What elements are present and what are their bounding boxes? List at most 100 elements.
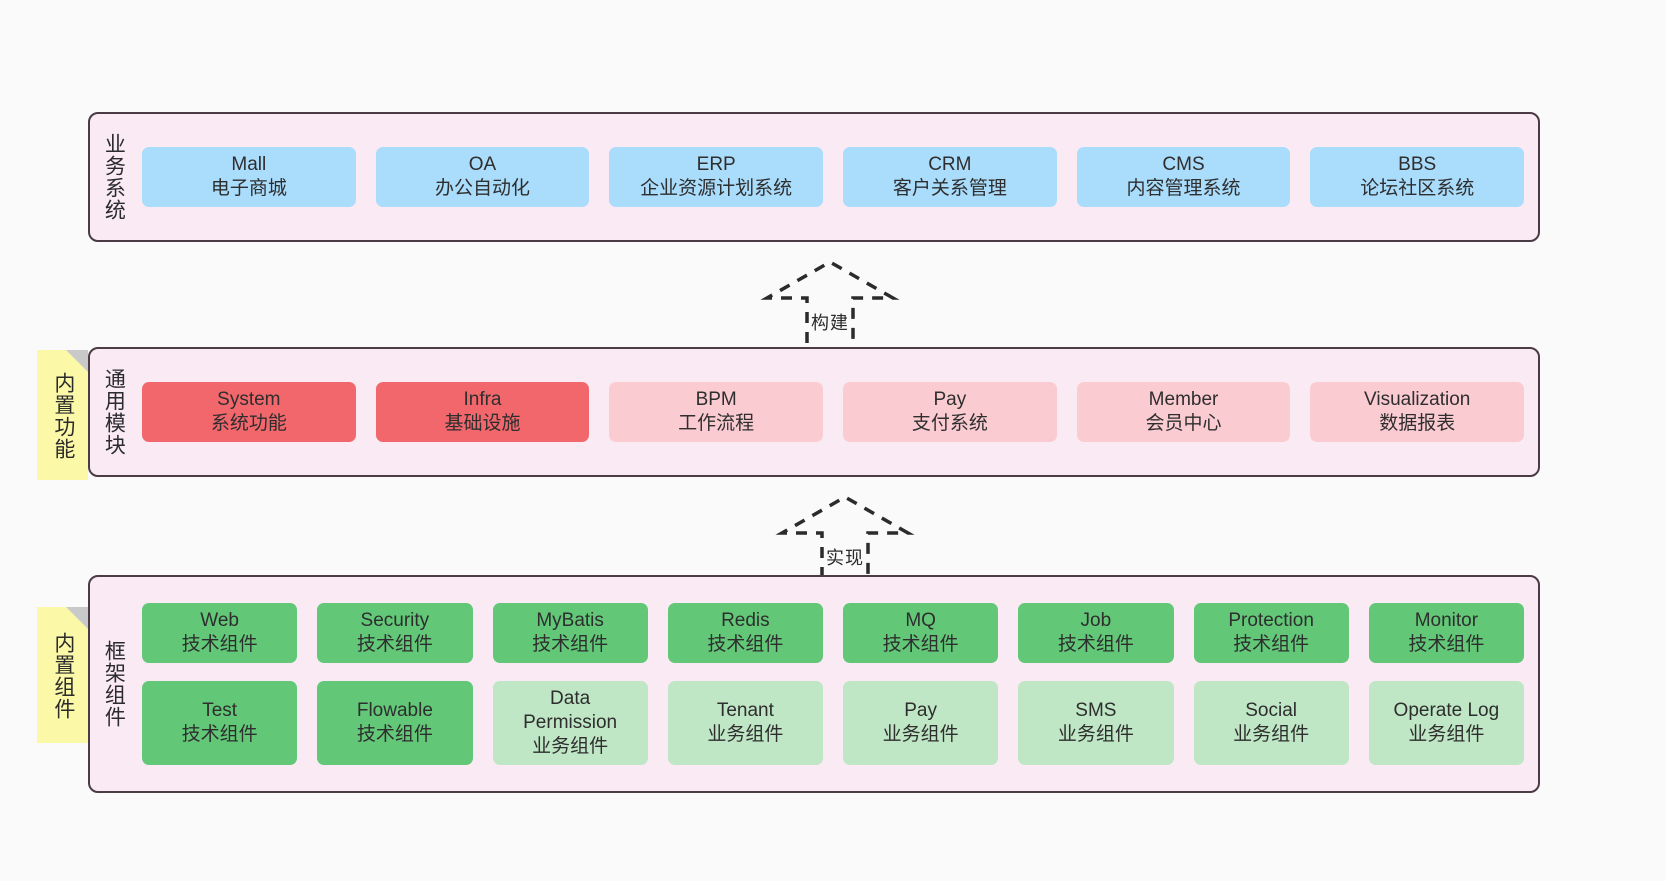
layer-body-business-systems: Mall 电子商城 OA 办公自动化 ERP 企业资源计划系统 CRM 客户关系…	[136, 114, 1538, 240]
card-title: Test	[202, 700, 238, 721]
card-title: Operate Log	[1393, 700, 1500, 721]
card-title: Data Permission	[523, 688, 618, 733]
card-subtitle: 技术组件	[1408, 634, 1485, 656]
card-title: BBS	[1398, 154, 1437, 176]
card-oa[interactable]: OA 办公自动化	[375, 147, 590, 207]
card-title: OA	[468, 154, 497, 176]
card-job[interactable]: Job 技术组件	[1018, 603, 1174, 664]
card-bpm[interactable]: BPM 工作流程	[609, 382, 824, 442]
sticky-note-builtin-features: 内置功能	[37, 350, 88, 480]
card-subtitle: 办公自动化	[435, 178, 531, 199]
card-subtitle: 业务组件	[882, 723, 959, 745]
layer-framework-components: 框架组件 Web 技术组件 Security 技术组件 MyBatis 技术组件…	[88, 575, 1540, 793]
card-row: Test 技术组件 Flowable 技术组件 Data Permission …	[142, 681, 1524, 765]
card-subtitle: 业务组件	[1057, 723, 1134, 745]
card-subtitle: 技术组件	[532, 634, 609, 656]
card-test[interactable]: Test 技术组件	[142, 681, 298, 765]
card-security[interactable]: Security 技术组件	[317, 603, 473, 664]
sticky-fold-icon	[66, 607, 88, 629]
card-flowable[interactable]: Flowable 技术组件	[317, 681, 473, 765]
card-member[interactable]: Member 会员中心	[1076, 382, 1291, 442]
connector-build-label: 构建	[811, 313, 849, 333]
sticky-note-label: 内置组件	[51, 632, 75, 720]
card-title: Monitor	[1414, 610, 1479, 632]
card-title: Security	[360, 610, 430, 632]
connector-build: 构建	[755, 258, 905, 343]
card-title: Mall	[231, 154, 267, 176]
card-web[interactable]: Web 技术组件	[142, 603, 298, 664]
card-title: Redis	[721, 610, 770, 632]
card-subtitle: 技术组件	[356, 634, 433, 656]
card-subtitle: 工作流程	[678, 413, 755, 434]
card-system[interactable]: System 系统功能	[142, 382, 356, 442]
card-title: Tenant	[716, 700, 774, 721]
card-title: BPM	[695, 389, 737, 411]
card-operate-log[interactable]: Operate Log 业务组件	[1368, 681, 1524, 765]
card-subtitle: 技术组件	[707, 634, 784, 656]
layer-title-framework-components: 框架组件	[102, 640, 126, 728]
card-subtitle: 数据报表	[1379, 413, 1456, 434]
card-sms[interactable]: SMS 业务组件	[1018, 681, 1174, 765]
card-row: System 系统功能 Infra 基础设施 BPM 工作流程 Pay 支付系统…	[142, 382, 1525, 442]
layer-common-modules: 通用模块 System 系统功能 Infra 基础设施 BPM 工作流程 Pay…	[88, 347, 1540, 477]
card-cms[interactable]: CMS 内容管理系统	[1076, 147, 1291, 207]
layer-title-business-systems: 业务系统	[102, 133, 126, 221]
card-title: Job	[1080, 610, 1112, 632]
card-mybatis[interactable]: MyBatis 技术组件	[492, 603, 648, 664]
card-subtitle: 会员中心	[1145, 413, 1222, 434]
card-subtitle: 客户关系管理	[892, 178, 1007, 199]
card-infra[interactable]: Infra 基础设施	[375, 382, 590, 442]
card-subtitle: 论坛社区系统	[1360, 178, 1475, 199]
card-title: Pay	[933, 389, 967, 411]
card-crm[interactable]: CRM 客户关系管理	[843, 147, 1057, 207]
card-row: Mall 电子商城 OA 办公自动化 ERP 企业资源计划系统 CRM 客户关系…	[142, 147, 1525, 207]
layer-business-systems: 业务系统 Mall 电子商城 OA 办公自动化 ERP 企业资源计划系统 CRM…	[88, 112, 1540, 242]
card-erp[interactable]: ERP 企业资源计划系统	[609, 147, 824, 207]
card-subtitle: 业务组件	[707, 723, 784, 745]
sticky-note-label: 内置功能	[51, 372, 75, 460]
card-title: Infra	[463, 389, 502, 411]
card-subtitle: 技术组件	[181, 723, 258, 745]
layer-title-common-modules: 通用模块	[102, 368, 126, 456]
card-title: Pay	[904, 700, 937, 721]
card-title: Member	[1148, 389, 1219, 411]
sticky-fold-icon	[66, 350, 88, 372]
connector-implement-label: 实现	[826, 548, 864, 568]
card-bbs[interactable]: BBS 论坛社区系统	[1310, 147, 1525, 207]
card-subtitle: 业务组件	[1233, 723, 1310, 745]
sticky-note-builtin-components: 内置组件	[37, 607, 88, 743]
card-data-permission[interactable]: Data Permission 业务组件	[492, 681, 648, 765]
card-title: Flowable	[356, 700, 433, 721]
card-protection[interactable]: Protection 技术组件	[1193, 603, 1349, 664]
layer-body-framework-components: Web 技术组件 Security 技术组件 MyBatis 技术组件 Redi…	[136, 577, 1538, 791]
layer-body-common-modules: System 系统功能 Infra 基础设施 BPM 工作流程 Pay 支付系统…	[136, 349, 1538, 475]
card-subtitle: 企业资源计划系统	[640, 178, 793, 199]
card-subtitle: 技术组件	[356, 723, 433, 745]
card-mall[interactable]: Mall 电子商城	[142, 147, 356, 207]
card-visualization[interactable]: Visualization 数据报表	[1310, 382, 1525, 442]
card-title: SMS	[1075, 700, 1117, 721]
card-title: ERP	[696, 154, 736, 176]
card-mq[interactable]: MQ 技术组件	[843, 603, 999, 664]
card-redis[interactable]: Redis 技术组件	[667, 603, 823, 664]
card-row: Web 技术组件 Security 技术组件 MyBatis 技术组件 Redi…	[142, 603, 1524, 664]
card-subtitle: 支付系统	[911, 413, 988, 434]
card-title: Visualization	[1364, 389, 1471, 411]
card-monitor[interactable]: Monitor 技术组件	[1368, 603, 1524, 664]
card-subtitle: 技术组件	[1057, 634, 1134, 656]
card-subtitle: 技术组件	[882, 634, 959, 656]
card-subtitle: 系统功能	[210, 413, 287, 434]
card-title: System	[217, 389, 281, 411]
card-pay-module[interactable]: Pay 支付系统	[843, 382, 1057, 442]
card-title: Social	[1245, 700, 1297, 721]
card-social[interactable]: Social 业务组件	[1193, 681, 1349, 765]
card-title: MQ	[905, 610, 936, 632]
card-subtitle: 业务组件	[1408, 723, 1485, 745]
card-pay-component[interactable]: Pay 业务组件	[843, 681, 999, 765]
card-subtitle: 电子商城	[210, 178, 287, 199]
card-tenant[interactable]: Tenant 业务组件	[667, 681, 823, 765]
card-subtitle: 技术组件	[181, 634, 258, 656]
card-title: CRM	[928, 154, 972, 176]
card-title: Protection	[1228, 610, 1314, 632]
